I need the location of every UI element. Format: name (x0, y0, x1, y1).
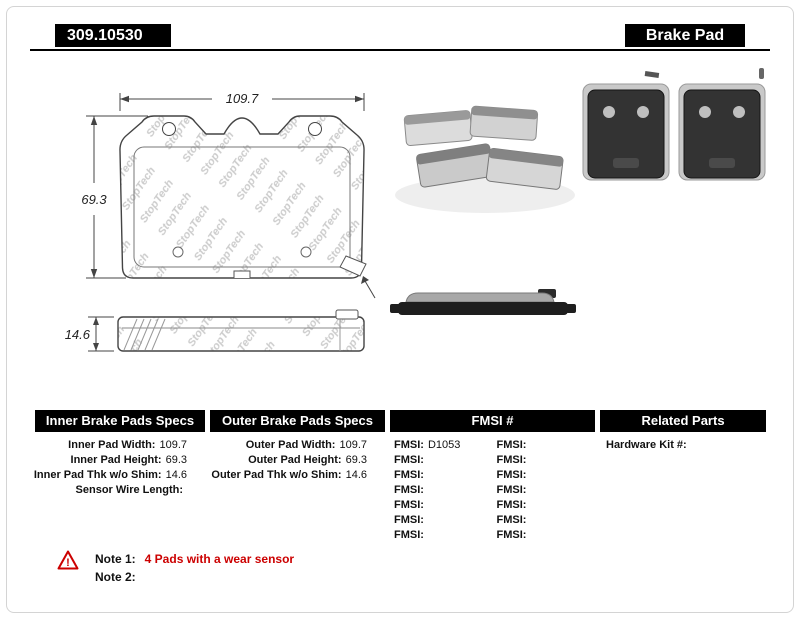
related-parts-table: Related Parts Hardware Kit #: (600, 410, 766, 453)
hardware-bolt (759, 68, 764, 79)
width-dimension: 109.7 (119, 91, 365, 111)
product-type-badge: Brake Pad (625, 24, 745, 47)
product-photos (390, 68, 766, 315)
sensor-pointer-arrow (361, 276, 369, 284)
outer-specs-table: Outer Brake Pads Specs Outer Pad Width:1… (210, 410, 385, 483)
part-number-badge: 309.10530 (55, 24, 171, 47)
back-pad-left (582, 83, 670, 181)
brake-pad-set-photo (395, 105, 575, 213)
spec-row: Inner Pad Thk w/o Shim:14.6 (33, 469, 187, 481)
spec-row: FMSI: (496, 514, 527, 526)
width-dimension-label: 109.7 (226, 91, 259, 106)
spec-row: FMSI: (394, 529, 424, 541)
boss-right (300, 246, 312, 258)
brake-pads-back-photo (582, 68, 766, 181)
bottom-notch (233, 270, 251, 278)
note-2: Note 2: (95, 570, 145, 584)
related-parts-header: Related Parts (600, 410, 766, 432)
note-1-text: 4 Pads with a wear sensor (144, 552, 295, 566)
spec-row: Outer Pad Width:109.7 (245, 439, 367, 451)
fmsi-table: FMSI # FMSI:D1053 FMSI: FMSI: FMSI: FMSI… (390, 410, 595, 543)
section-hatch (123, 318, 166, 351)
spec-row: Inner Pad Width:109.7 (68, 439, 187, 451)
side-view-clip (335, 309, 359, 320)
outer-specs-header: Outer Brake Pads Specs (210, 410, 385, 432)
spec-row: FMSI: (496, 484, 527, 496)
spec-row: FMSI: (394, 499, 424, 511)
fmsi-header: FMSI # (390, 410, 595, 432)
fmsi-column-2: FMSI: FMSI: FMSI: FMSI: FMSI: FMSI: FMSI… (493, 438, 596, 543)
brake-pad-profile-photo (390, 289, 576, 315)
inner-specs-table: Inner Brake Pads Specs Inner Pad Width:1… (33, 410, 205, 498)
front-view-drawing (119, 115, 376, 299)
spec-row: Outer Pad Thk w/o Shim:14.6 (211, 469, 367, 481)
friction-material-outline (133, 146, 351, 268)
warning-triangle-icon: ! (57, 550, 79, 570)
spec-row: FMSI: (394, 469, 424, 481)
spec-row: FMSI:D1053 (394, 439, 461, 451)
back-pad-right (678, 83, 766, 181)
note-1-label: Note 1: (95, 552, 136, 566)
hardware-pin (644, 71, 660, 78)
header-divider (30, 49, 770, 51)
inner-specs-header: Inner Brake Pads Specs (35, 410, 205, 432)
spec-row: FMSI: (496, 439, 527, 451)
sensor-pointer-line (364, 280, 376, 299)
spec-row: Sensor Wire Length: (75, 484, 183, 496)
note-1: Note 1: 4 Pads with a wear sensor (95, 552, 294, 566)
side-view-outline (117, 316, 365, 352)
thickness-dimension: 14.6 (65, 316, 114, 352)
svg-text:!: ! (66, 557, 70, 569)
spec-row: FMSI: (496, 454, 527, 466)
mounting-hole-left (162, 122, 176, 136)
technical-drawing: StopTech 109.7 (65, 91, 376, 352)
spec-row: FMSI: (496, 469, 527, 481)
note-2-label: Note 2: (95, 570, 136, 584)
spec-row: Outer Pad Height:69.3 (248, 454, 367, 466)
boss-left (172, 246, 184, 258)
spec-row: FMSI: (394, 514, 424, 526)
spec-row: Hardware Kit #: (606, 439, 687, 451)
fmsi-column-1: FMSI:D1053 FMSI: FMSI: FMSI: FMSI: FMSI:… (390, 438, 493, 543)
product-type: Brake Pad (645, 26, 725, 44)
mounting-hole-right (308, 122, 322, 136)
spec-row: FMSI: (394, 454, 424, 466)
thickness-dimension-label: 14.6 (65, 327, 91, 342)
spec-row: FMSI: (394, 484, 424, 496)
wear-sensor-clip (339, 255, 367, 277)
spec-row: FMSI: (496, 499, 527, 511)
height-dimension: 69.3 (81, 115, 148, 279)
watermark-fill (119, 116, 365, 278)
side-view-drawing (117, 309, 365, 352)
spec-row: Inner Pad Height:69.3 (70, 454, 187, 466)
height-dimension-label: 69.3 (81, 192, 107, 207)
spec-row: FMSI: (496, 529, 527, 541)
part-number: 309.10530 (67, 26, 143, 44)
pad-outline (119, 115, 365, 279)
